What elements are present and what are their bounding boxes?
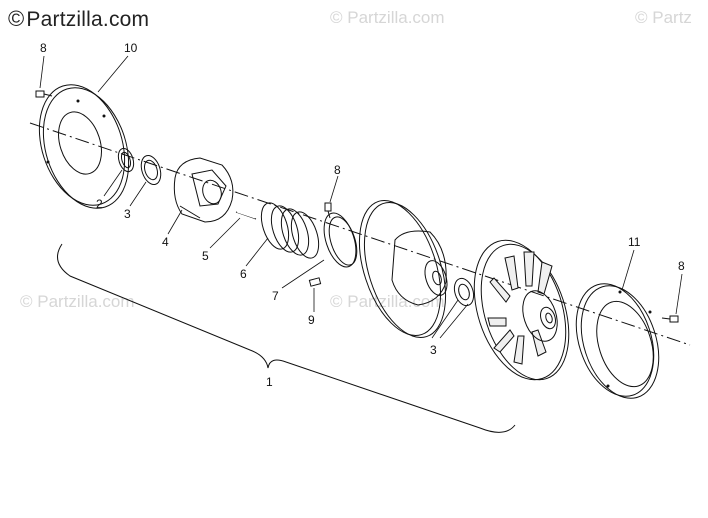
bushing-7 [323, 212, 358, 268]
callout-4: 4 [162, 235, 169, 249]
brand-name: Partzilla.com [26, 8, 150, 31]
callout-11: 11 [628, 235, 641, 249]
callout-2: 2 [96, 197, 103, 211]
callout-8: 8 [40, 41, 47, 55]
cam-4 [173, 157, 234, 223]
callout-5: 5 [202, 249, 209, 263]
cover-11 [575, 283, 660, 399]
watermark: © Partzilla.com [330, 8, 445, 27]
copyright-symbol: © [8, 6, 25, 31]
callout-9: 9 [308, 313, 315, 327]
callout-7: 7 [272, 289, 279, 303]
spring-6 [260, 202, 320, 259]
snap-ring-2 [117, 147, 135, 173]
watermark: © Partz [635, 8, 692, 27]
bolt-8-right [661, 315, 679, 323]
pin-5 [235, 211, 257, 220]
bolt-8-left [35, 90, 53, 98]
movable-sheave [473, 239, 570, 381]
callout-6: 6 [240, 267, 247, 281]
watermark: © Partzilla.com [20, 292, 135, 311]
leader-lines [39, 55, 683, 339]
callout-10: 10 [124, 41, 138, 55]
bolt-9 [308, 277, 322, 287]
callout-8: 8 [334, 163, 341, 177]
callout-3: 3 [124, 207, 131, 221]
callout-3: 3 [430, 343, 437, 357]
callout-1: 1 [266, 375, 273, 389]
washer-3-right [453, 277, 475, 307]
callout-8: 8 [678, 259, 685, 273]
brand-logo: ©Partzilla.com [8, 6, 149, 32]
cover-plate-10 [38, 84, 130, 209]
washer-3-left [140, 154, 162, 186]
assembly-brace [57, 243, 516, 433]
watermark: © Partzilla.com [330, 292, 445, 311]
stationary-sheave [359, 200, 448, 338]
screw-8-center [324, 202, 332, 219]
